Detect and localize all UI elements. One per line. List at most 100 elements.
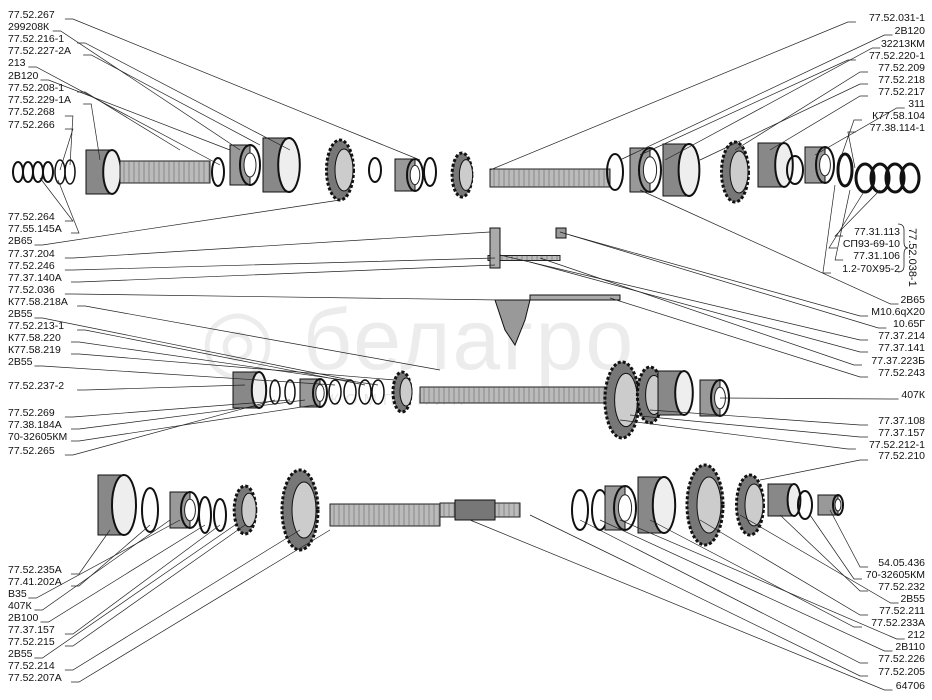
ring (638, 147, 662, 193)
part-label[interactable]: 407К (8, 600, 32, 612)
part-label[interactable]: 77.52.220-1 (868, 50, 925, 62)
gear-hub (729, 150, 749, 194)
ring (213, 498, 227, 532)
part-label[interactable]: 77.52.266 (8, 119, 55, 131)
leader-line (64, 293, 501, 301)
part-label[interactable]: 77.52.205 (878, 666, 925, 678)
part-label[interactable]: 77.52.214 (8, 660, 55, 672)
part-label[interactable]: В35 (8, 588, 27, 600)
part-label[interactable]: 212 (907, 629, 925, 641)
ring (884, 162, 906, 194)
part-label[interactable]: 77.52.218 (878, 74, 925, 86)
part-label[interactable]: К77.58.104 (872, 110, 925, 122)
gear-hub (241, 492, 257, 528)
part-label[interactable]: 2В65 (8, 235, 33, 247)
leader-line (649, 409, 869, 426)
part-label[interactable]: К77.58.220 (8, 332, 61, 344)
part-label[interactable]: 77.31.106 (853, 250, 900, 262)
bearing-inner (409, 164, 421, 186)
part-label[interactable]: 77.52.226 (878, 653, 925, 665)
part-label[interactable]: М10.6qХ20 (871, 306, 925, 318)
part-label[interactable]: К77.58.219 (8, 344, 61, 356)
part-label[interactable]: 77.52.237-2 (8, 380, 65, 392)
part-label[interactable]: 2В55 (8, 308, 33, 320)
leader-line (64, 399, 276, 456)
part-label[interactable]: 77.31.113 (854, 226, 900, 238)
part-label[interactable]: 77.37.157 (8, 624, 55, 636)
part-label[interactable]: 77.52.215 (8, 636, 55, 648)
part-label[interactable]: 77.52.233А (871, 617, 925, 629)
part-label[interactable]: 54.05.436 (878, 557, 925, 569)
part-label[interactable]: 2В55 (8, 356, 33, 368)
ring (211, 157, 225, 187)
gear-hub (744, 483, 764, 527)
part-label[interactable]: 299208К (8, 21, 50, 33)
part-label[interactable]: 2В120 (8, 70, 39, 82)
part-label[interactable]: 77.52.232 (878, 581, 925, 593)
part-label[interactable]: 70-32605КМ (8, 431, 68, 443)
part-label[interactable]: 77.52.212-1 (868, 439, 925, 451)
part-label[interactable]: 77.52.217 (878, 86, 925, 98)
part-label[interactable]: 2В100 (8, 612, 39, 624)
part-label[interactable]: К77.58.218А (8, 296, 68, 308)
part-label[interactable]: 2В120 (894, 25, 925, 37)
leader-line (64, 18, 421, 161)
part-label[interactable]: 2В65 (900, 294, 925, 306)
part-label[interactable]: 64706 (895, 680, 925, 692)
part-label[interactable]: 213 (8, 57, 26, 69)
part-label[interactable]: 77.52.208-1 (8, 82, 65, 94)
part-label[interactable]: 77.37.204 (8, 248, 55, 260)
leader-line (809, 514, 862, 580)
part-label[interactable]: 77.37.214 (878, 330, 925, 342)
part-label[interactable]: 77.52.213-1 (8, 320, 65, 332)
part-label[interactable]: 70-32605КМ (865, 569, 925, 581)
part-label[interactable]: 77.52.243 (878, 367, 925, 379)
leader-line (664, 47, 881, 161)
part-label[interactable]: 311 (908, 98, 925, 110)
part-label[interactable]: 2В55 (8, 648, 33, 660)
part-label[interactable]: 407К (901, 389, 925, 401)
part-label[interactable]: 77.37.157 (878, 427, 925, 439)
part-label[interactable]: 2В110 (895, 641, 925, 653)
leader-line (847, 131, 856, 169)
part-label[interactable]: 77.52.264 (8, 211, 55, 223)
part-label[interactable]: 2В55 (900, 593, 925, 605)
part-label[interactable]: 77.37.140А (8, 272, 62, 284)
bearing-inner (315, 384, 325, 402)
part-label[interactable]: 77.52.268 (8, 106, 55, 118)
part-label[interactable]: 77.52.269 (8, 407, 55, 419)
ring (832, 494, 844, 516)
part-label[interactable]: 77.52.036 (8, 284, 55, 296)
part-label[interactable]: 77.52.265 (8, 445, 55, 457)
part-label[interactable]: СП93-69-10 (842, 238, 900, 250)
part-label[interactable]: 32213КМ (880, 38, 925, 50)
part-label[interactable]: 77.52.267 (8, 9, 55, 21)
part-label[interactable]: 77.41.202А (8, 576, 62, 588)
part-label[interactable]: 77.37.141 (878, 342, 925, 354)
part-label[interactable]: 77.52.246 (8, 260, 55, 272)
part-label[interactable]: 77.38.114-1 (869, 122, 925, 134)
part-label[interactable]: 77.52.209 (878, 62, 925, 74)
bearing-inner (642, 156, 658, 184)
gear-hub (291, 481, 317, 539)
shaft (419, 386, 611, 404)
part-label[interactable]: 77.52.211 (879, 605, 925, 617)
leader-line (839, 119, 862, 161)
part-label[interactable]: 1.2-70Х95-2 (842, 263, 900, 275)
part-label[interactable]: 77.52.207А (8, 672, 62, 684)
part-label[interactable]: 77.37.108 (878, 415, 925, 427)
part-label[interactable]: 77.52.229-1А (8, 94, 72, 106)
part-label[interactable]: 77.55.145А (8, 223, 62, 235)
part-label[interactable]: 77.52.235А (8, 564, 62, 576)
part-label[interactable]: 10.65Г (893, 318, 925, 330)
part-label[interactable]: 77.52.227-2А (8, 45, 72, 57)
part-label[interactable]: 77.52.031-1 (868, 12, 925, 24)
part-label[interactable]: 77.52.216-1 (8, 33, 65, 45)
cup-face (250, 371, 268, 409)
part-label[interactable]: 77.52.210 (878, 450, 925, 462)
gear-hub (696, 476, 722, 534)
part-label[interactable]: 77.38.184А (8, 419, 62, 431)
leader-line (28, 519, 181, 599)
part-label[interactable]: 77.37.223Б (871, 355, 925, 367)
splined-hub (454, 499, 496, 521)
